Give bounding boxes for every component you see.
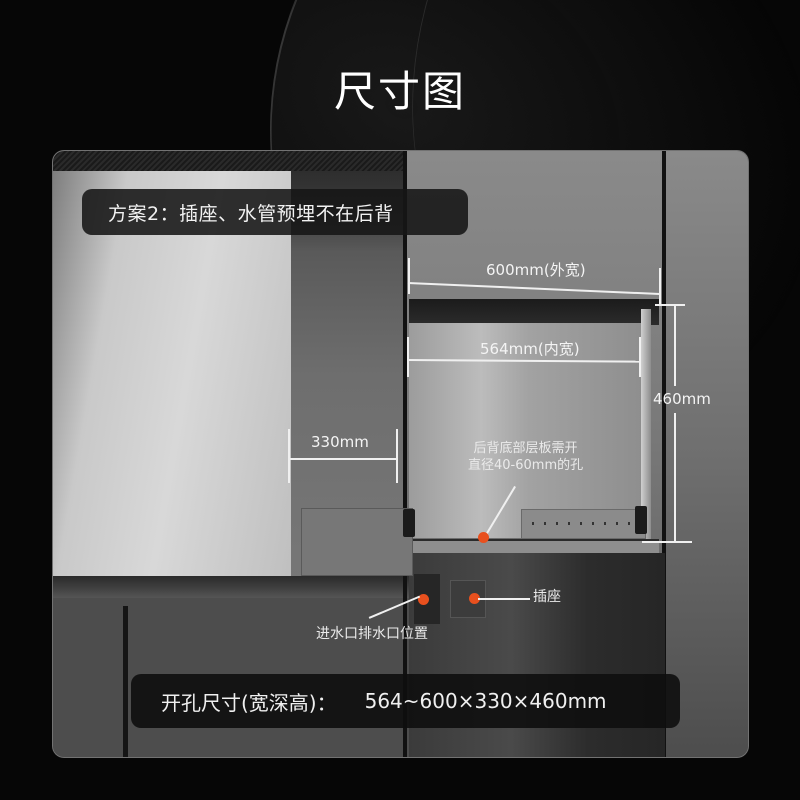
ceiling-strip [53,151,403,171]
cabinet-divider [403,576,407,757]
water-inlet-label: 进水口排水口位置 [316,626,428,642]
hole-note-line1: 后背底部层板需开 [473,441,578,456]
depth-label: 330mm [311,433,369,451]
dimension-tick [396,429,398,483]
cutout-spec-value: 564~600×330×460mm [364,689,607,713]
countertop [53,576,409,598]
socket-marker-dot [469,593,480,604]
cutout-spec: 开孔尺寸(宽深高)： 564~600×330×460mm [131,674,680,728]
cabinet-divider [662,151,666,757]
plan-label-text: 方案2：插座、水管预埋不在后背 [108,202,394,225]
hinge [403,509,415,537]
hinge [635,506,647,534]
hole-note-line2: 直径40-60mm的孔 [468,458,584,473]
hole-marker-dot [478,532,489,543]
cabinet-divider [403,151,407,757]
dimension-tick [642,541,692,543]
inner-width-label: 564mm(内宽) [480,340,580,358]
cutout-spec-label: 开孔尺寸(宽深高)： [161,690,337,715]
page-title: 尺寸图 [333,67,466,116]
dimension-tick [655,304,685,306]
dimension-tick [659,268,661,306]
dimension-tick [408,258,410,294]
height-line [674,304,676,386]
height-label: 460mm [653,390,711,408]
cavity-edge [641,309,651,541]
socket-label: 插座 [533,589,561,605]
cavity-top-shadow [409,299,659,325]
depth-line [289,458,396,460]
drawer-box [521,509,646,539]
kitchen-render-panel [52,150,749,758]
oven-shelf [409,539,659,553]
height-line [674,413,676,541]
dimension-tick [407,337,409,377]
water-marker-dot [418,594,429,605]
socket-leader-line [478,598,530,600]
cabinet-gap [123,606,128,757]
hole-note: 后背底部层板需开 直径40-60mm的孔 [468,440,583,474]
plan-label: 方案2：插座、水管预埋不在后背 [82,189,468,235]
right-cabinet-column [665,151,748,757]
appliance-cavity [409,323,649,538]
drawer-box [301,508,413,576]
dimension-tick [288,429,290,483]
outer-width-label: 600mm(外宽) [486,261,586,279]
dimension-tick [639,337,641,377]
